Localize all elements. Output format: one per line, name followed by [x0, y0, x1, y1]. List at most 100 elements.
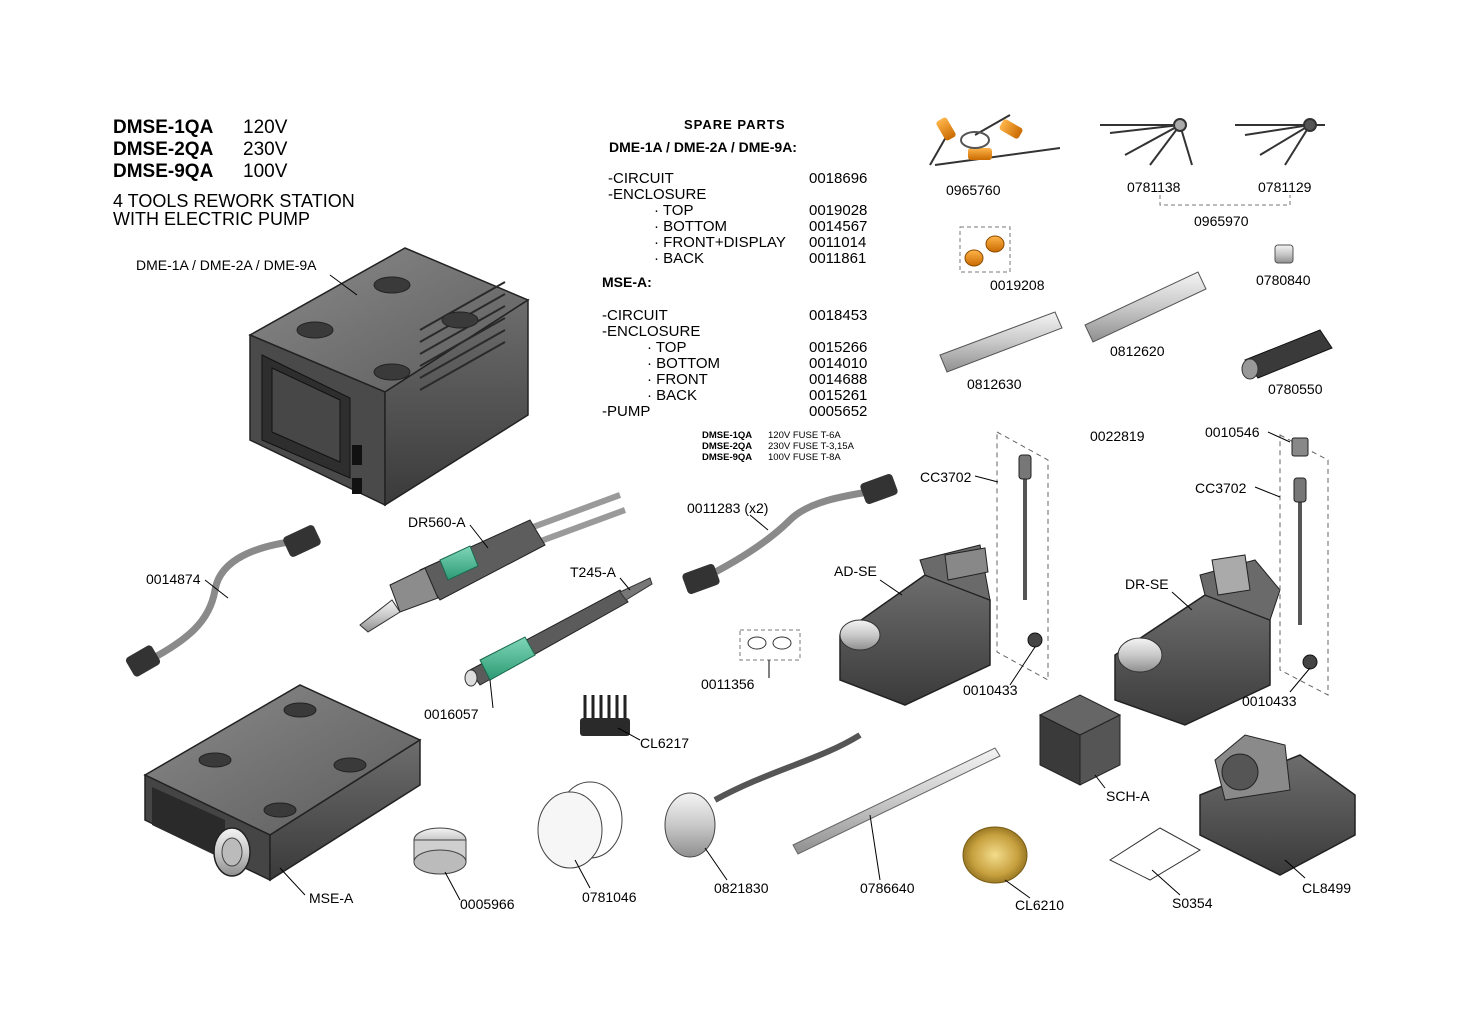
part-label: 0786640 — [860, 880, 915, 896]
dme-row-code: 0018696 — [809, 170, 868, 187]
part-label: CL8499 — [1302, 880, 1352, 896]
mse-pump-unit — [143, 684, 422, 882]
rod-0786640 — [792, 747, 1001, 855]
leader-lines — [204, 274, 1311, 901]
cleaner-cl8499 — [1199, 734, 1356, 876]
part-label: 0011283 (x2) — [687, 500, 769, 516]
ad-se-stand — [839, 544, 991, 706]
mse-row-name: · TOP — [647, 339, 687, 356]
part-label: 0019208 — [990, 277, 1045, 293]
part-label: 0022819 — [1090, 428, 1145, 444]
pin-0780840 — [1274, 244, 1294, 264]
part-label: CL6217 — [640, 735, 690, 751]
dme-row-name: · FRONT+DISPLAY — [654, 234, 786, 251]
brass-wool-cl6210 — [962, 826, 1028, 884]
part-label: SCH-A — [1106, 788, 1150, 804]
mse-row-name: -PUMP — [602, 403, 651, 420]
mse-row-name: · BOTTOM — [647, 355, 721, 372]
dme-row-name: · BACK — [654, 250, 705, 267]
cable-0011283 — [682, 473, 898, 595]
cable-0014874 — [125, 525, 321, 677]
part-label: T245-A — [570, 564, 616, 580]
part-label: CC3702 — [920, 469, 972, 485]
part-label: 0781046 — [582, 889, 637, 905]
dme-row-name: · TOP — [654, 202, 694, 219]
probe-set-0781129 — [1235, 118, 1325, 166]
part-label: 0005966 — [460, 896, 515, 912]
mse-row-code: 0018453 — [809, 307, 868, 324]
mse-row-code: 0014010 — [809, 355, 868, 372]
dme-row-name: · BOTTOM — [654, 218, 728, 235]
part-label: 0781129 — [1258, 179, 1312, 195]
mse-row-name: · FRONT — [647, 371, 708, 388]
cc3702-box-right — [1279, 434, 1329, 696]
mse-row-code: 0005652 — [809, 403, 868, 420]
tip-tinner-0005966 — [413, 827, 467, 875]
tube-0812620 — [1084, 271, 1207, 343]
description-line-1: 4 TOOLS REWORK STATION — [113, 191, 355, 211]
part-label: DR560-A — [408, 514, 466, 530]
part-label: 0011356 — [701, 676, 755, 692]
t245-soldering-iron — [464, 577, 653, 687]
part-label: MSE-A — [309, 890, 354, 906]
mse-row-name: · BACK — [647, 387, 698, 404]
tip-covers-0019208 — [959, 226, 1011, 273]
part-label: 0812630 — [967, 376, 1022, 392]
part-label: 0780840 — [1256, 272, 1311, 288]
part-label: 0812620 — [1110, 343, 1165, 359]
part-label: 0010433 — [963, 682, 1018, 698]
dme-spare-header: DME-1A / DME-2A / DME-9A: — [609, 139, 797, 155]
part-label: 0965970 — [1194, 213, 1249, 229]
part-label: AD-SE — [834, 563, 877, 579]
spare-parts-title: SPARE PARTS — [684, 117, 786, 132]
label-card-s0354 — [1108, 827, 1202, 881]
brush-cl6217 — [580, 695, 630, 736]
washers-0011356 — [739, 629, 801, 661]
part-label: DME-1A / DME-2A / DME-9A — [136, 257, 317, 273]
description-line-2: WITH ELECTRIC PUMP — [113, 209, 311, 229]
mse-row-code: 0014688 — [809, 371, 868, 388]
bracket-0965970 — [1159, 195, 1291, 206]
mse-row-name: -CIRCUIT — [602, 307, 668, 324]
tip-holder-sch-a — [1038, 694, 1122, 786]
dme-row-code: 0019028 — [809, 202, 868, 219]
filter-holder-0821830 — [664, 732, 862, 858]
mse-spare-header: MSE-A: — [602, 274, 652, 290]
dme-control-unit — [248, 247, 530, 507]
dr-se-stand — [1114, 554, 1281, 726]
dme-row-name: -ENCLOSURE — [608, 186, 707, 203]
dr560-desoldering-iron — [359, 492, 627, 633]
filters-0781046 — [537, 781, 623, 869]
part-label: 0010546 — [1205, 424, 1260, 440]
tool-holders-0965760 — [929, 114, 1061, 166]
cc3702-box-left — [996, 431, 1049, 681]
dme-row-name: -CIRCUIT — [608, 170, 674, 187]
dme-row-code: 0011014 — [809, 234, 867, 251]
part-label: CC3702 — [1195, 480, 1247, 496]
part-label: 0010433 — [1242, 693, 1297, 709]
dme-row-code: 0011861 — [809, 250, 867, 267]
part-label: 0781138 — [1127, 179, 1181, 195]
handle-0780550 — [1241, 329, 1333, 380]
mse-row-code: 0015261 — [809, 387, 868, 404]
dme-row-code: 0014567 — [809, 218, 868, 235]
probe-set-0781138 — [1100, 118, 1193, 166]
part-label: S0354 — [1172, 895, 1213, 911]
part-label: 0016057 — [424, 706, 479, 722]
part-label: 0965760 — [946, 182, 1001, 198]
part-label: CL6210 — [1015, 897, 1065, 913]
mse-row-name: -ENCLOSURE — [602, 323, 701, 340]
part-label: 0780550 — [1268, 381, 1323, 397]
tube-0812630 — [939, 311, 1063, 373]
mse-row-code: 0015266 — [809, 339, 868, 356]
part-label: 0821830 — [714, 880, 769, 896]
part-label: DR-SE — [1125, 576, 1169, 592]
